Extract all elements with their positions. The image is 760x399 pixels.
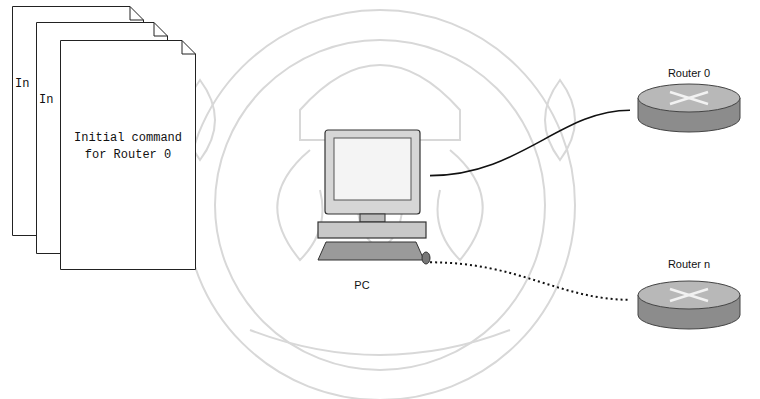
- monitor-stand: [360, 214, 385, 222]
- system-unit: [318, 222, 426, 238]
- device-label: PC: [312, 278, 412, 293]
- monitor-screen: [334, 138, 411, 200]
- watermark-ring: [185, 10, 575, 399]
- page-sheet: [61, 41, 196, 270]
- watermark-ring: [215, 40, 545, 370]
- router-top: [638, 84, 740, 112]
- document-text: Initial command for Router 0: [72, 130, 184, 164]
- page-fold: [182, 41, 196, 55]
- router-arrows: [670, 289, 708, 301]
- watermark-swirl: [277, 150, 322, 260]
- pc-illustration: [312, 128, 430, 298]
- cable-connector: [430, 110, 630, 175]
- router-top: [638, 281, 740, 309]
- monitor-frame: [325, 130, 420, 214]
- watermark-swirl: [438, 150, 483, 260]
- document-page: Initial command for Router 0: [60, 40, 196, 270]
- page-fold: [154, 23, 168, 37]
- watermark-crown: [300, 65, 460, 140]
- watermark-arc: [250, 330, 510, 355]
- cable-connector: [430, 262, 630, 300]
- device-label: Router 0: [630, 66, 748, 81]
- watermark-leaf: [545, 80, 575, 160]
- router-arrows: [670, 92, 708, 104]
- router-node: Router 0: [630, 62, 748, 134]
- pc-node: PC: [312, 128, 430, 298]
- device-label: Router n: [630, 257, 748, 272]
- page-fold: [130, 7, 144, 21]
- mouse: [422, 252, 430, 264]
- router-node: Router n: [630, 253, 748, 331]
- keyboard: [318, 242, 424, 260]
